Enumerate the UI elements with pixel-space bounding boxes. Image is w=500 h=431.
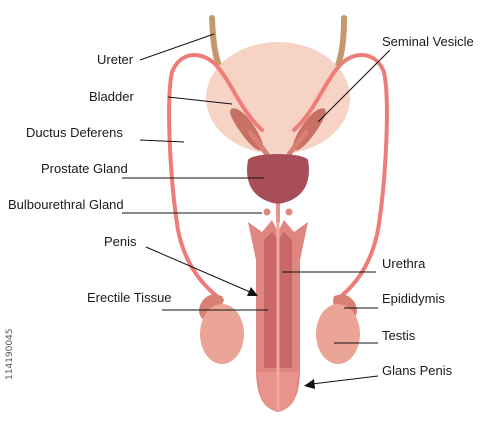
bulbourethral-gland-left xyxy=(263,208,271,216)
leader-bladder xyxy=(167,96,233,105)
label-ureter: Ureter xyxy=(97,52,134,67)
label-testis: Testis xyxy=(382,328,416,343)
label-penis: Penis xyxy=(104,234,137,249)
ductus-deferens-left xyxy=(167,53,264,302)
prostate-gland-shape xyxy=(247,154,309,204)
ductus-deferens-right xyxy=(292,53,389,302)
label-bladder: Bladder xyxy=(89,89,134,104)
label-urethra: Urethra xyxy=(382,256,426,271)
label-seminal-vesicle: Seminal Vesicle xyxy=(382,34,474,49)
arrowhead-glans-penis xyxy=(304,379,315,389)
bulbourethral-gland-right xyxy=(285,208,293,216)
label-bulbourethral-gland: Bulbourethral Gland xyxy=(8,197,124,212)
leader-glans-penis xyxy=(311,375,379,385)
label-epididymis: Epididymis xyxy=(382,291,445,306)
leader-ductus-deferens xyxy=(139,139,185,143)
label-ductus-deferens: Ductus Deferens xyxy=(26,125,123,140)
testis-right xyxy=(316,304,360,364)
label-glans-penis: Glans Penis xyxy=(382,363,453,378)
label-prostate-gland: Prostate Gland xyxy=(41,161,128,176)
arrowhead-penis xyxy=(247,287,258,296)
ejaculatory-duct-left xyxy=(247,129,271,159)
leader-ureter xyxy=(139,33,215,61)
stock-id: 114190045 xyxy=(5,328,15,380)
ejaculatory-duct-right xyxy=(285,129,309,159)
leader-seminal-vesicle xyxy=(317,49,391,123)
leader-penis xyxy=(145,246,251,293)
testis-left xyxy=(200,304,244,364)
label-erectile-tissue: Erectile Tissue xyxy=(87,290,172,305)
bladder-shape xyxy=(206,42,350,154)
